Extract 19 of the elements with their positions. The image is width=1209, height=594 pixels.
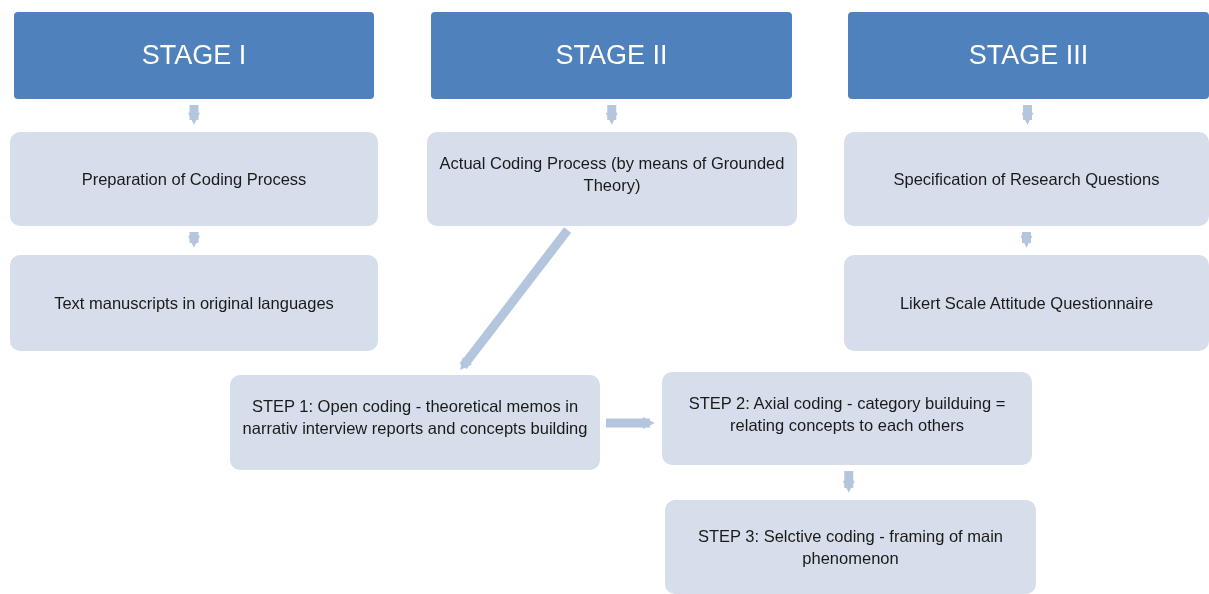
arrow [1021,105,1034,125]
process-box: Actual Coding Process (by means of Grounded Theory) [427,132,797,226]
arrow [459,227,572,371]
arrow [842,471,855,493]
arrow [605,105,618,125]
process-box: Text manuscripts in original languages [10,255,378,351]
stage-header: STAGE I [14,12,374,99]
stage-header: STAGE II [431,12,792,99]
process-box: Preparation of Coding Process [10,132,378,226]
process-box: STEP 3: Selctive coding - framing of main phenomenon [665,500,1036,594]
process-box: Likert Scale Attitude Questionnaire [844,255,1209,351]
arrow [188,232,200,248]
stage-header: STAGE III [848,12,1209,99]
arrow [1020,232,1033,248]
process-box: STEP 2: Axial coding - category builduing = relating concepts to each others [662,372,1032,465]
process-box: Specification of Research Questions [844,132,1209,226]
arrow [188,105,200,125]
process-box: STEP 1: Open coding - theoretical memos in narrativ interview reports and concepts building [230,375,600,470]
arrow [606,417,655,429]
